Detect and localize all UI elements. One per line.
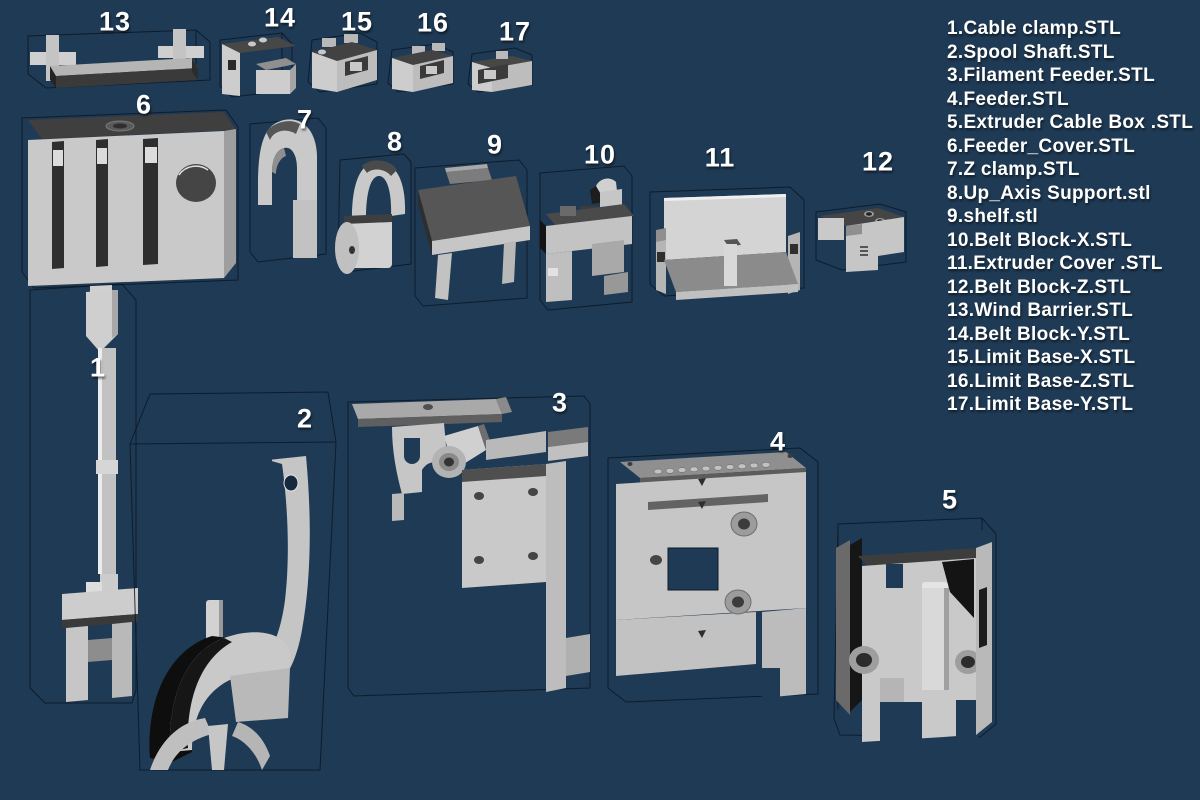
part-9-model [414,159,530,307]
part-15-model [307,32,378,93]
part-7-model [249,117,327,263]
part-6-label: 6 [135,89,153,120]
file-item-16: 16.Limit Base-Z.STL [947,370,1135,392]
part-16-model [387,43,454,93]
file-list: 1.Cable clamp.STL 2.Spool Shaft.STL 3.Fi… [947,17,1193,417]
file-item-13: 13.Wind Barrier.STL [947,300,1134,321]
part-9-bounding-box [414,159,528,307]
part-12-bounding-box [815,203,907,271]
part-15-label: 15 [340,6,374,37]
part-15-bounding-box [307,32,378,93]
part-6-model [21,109,239,289]
part-3-bounding-box [347,395,591,697]
part-17-model [467,47,533,93]
part-9-label: 9 [486,129,504,160]
part-4-label: 4 [769,426,787,457]
part-6-bounding-box [21,109,239,289]
part-12-label: 12 [861,146,895,177]
part-16-label: 16 [416,7,450,38]
part-1-bounding-box [29,283,137,704]
part-17-label: 17 [498,16,532,47]
part-7-label: 7 [296,104,314,135]
file-item-11: 11.Extruder Cover .STL [947,253,1163,274]
part-5-model [833,517,997,744]
part-7-bounding-box [249,117,327,263]
part-1-model [29,283,138,704]
file-item-14: 14.Belt Block-Y.STL [947,323,1131,345]
file-item-10: 10.Belt Block-X.STL [947,229,1133,251]
file-item-4: 4.Feeder.STL [947,88,1069,110]
part-8-label: 8 [386,126,404,157]
part-8-model [335,153,412,274]
part-14-label: 14 [263,2,297,33]
part-2-model [129,391,337,771]
file-item-9: 9.shelf.stl [947,206,1038,227]
part-11-label: 11 [704,142,736,173]
file-item-1: 1.Cable clamp.STL [947,18,1122,39]
part-12-model [815,203,907,272]
part-11-bounding-box [649,186,805,297]
part-10-label: 10 [583,139,617,170]
file-item-6: 6.Feeder_Cover.STL [947,135,1136,157]
part-3-model [347,395,591,697]
file-item-7: 7.Z clamp.STL [947,159,1080,180]
file-item-17: 17.Limit Base-Y.STL [947,394,1134,415]
file-item-5: 5.Extruder Cable Box .STL [947,112,1194,133]
part-2-label: 2 [296,403,314,434]
part-5-label: 5 [941,484,959,515]
file-item-12: 12.Belt Block-Z.STL [947,276,1132,298]
part-11-model [649,186,805,300]
part-10-bounding-box [539,165,633,311]
part-3-label: 3 [551,387,569,418]
part-14-model [219,32,296,98]
part-13-model [27,29,211,89]
part-4-bounding-box [607,447,819,703]
part-10-model [539,165,634,311]
part-4-model [607,447,819,703]
file-item-3: 3.Filament Feeder.STL [947,65,1155,86]
part-1-label: 1 [89,352,107,383]
file-item-15: 15.Limit Base-X.STL [947,347,1136,368]
file-item-8: 8.Up_Axis Support.stl [947,182,1151,204]
file-item-2: 2.Spool Shaft.STL [947,41,1115,63]
part-13-label: 13 [98,6,132,37]
part-2-bounding-box [129,391,337,771]
